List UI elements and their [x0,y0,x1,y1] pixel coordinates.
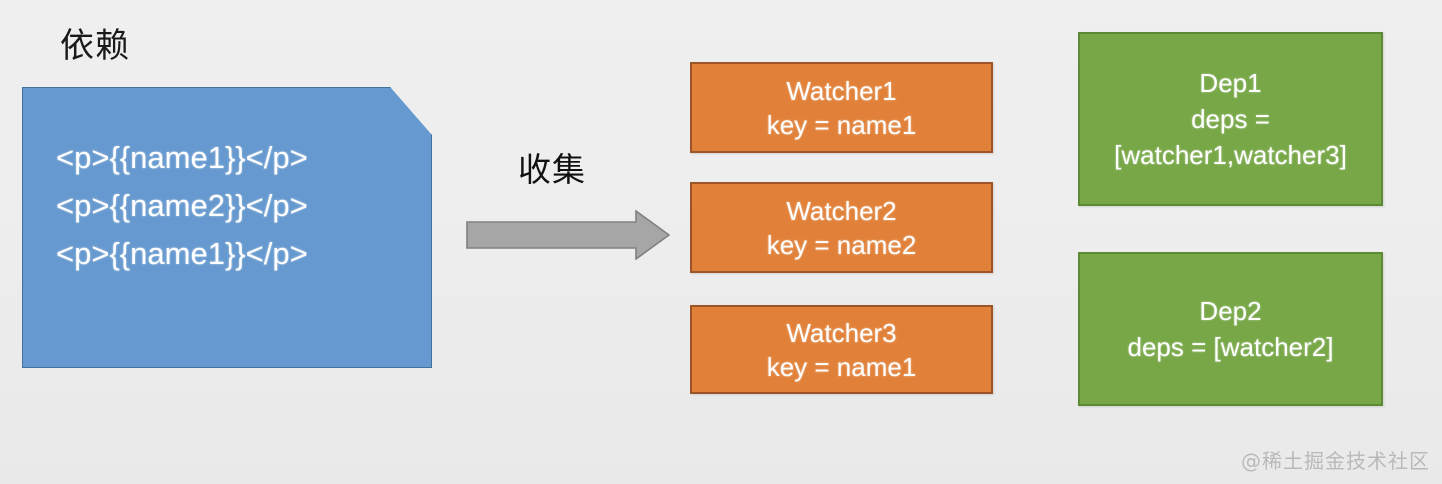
dependency-label: 依赖 [60,26,130,66]
dep-box-1[interactable]: Dep1 deps = [watcher1,watcher3] [1078,32,1383,206]
code-line: <p>{{name1}}</p> [56,139,308,175]
code-line: <p>{{name2}}</p> [56,187,308,223]
watcher-box-1[interactable]: Watcher1 key = name1 [690,62,993,153]
dep-title: Dep1 [1199,68,1262,98]
template-panel-content: <p>{{name1}}</p> <p>{{name2}}</p> <p>{{n… [22,87,432,368]
code-line: <p>{{name1}}</p> [56,235,308,271]
watcher-detail: key = name2 [766,229,917,260]
watcher-box-2[interactable]: Watcher2 key = name2 [690,182,993,273]
right-arrow-icon [466,210,670,260]
watcher-box-3[interactable]: Watcher3 key = name1 [690,305,993,394]
watcher-detail: key = name1 [766,351,917,382]
dep-box-2[interactable]: Dep2 deps = [watcher2] [1078,252,1383,406]
watcher-title: Watcher1 [786,75,897,106]
dep-deps-label: deps = [1191,104,1270,134]
watcher-title: Watcher3 [786,317,897,348]
dep-title: Dep2 [1199,296,1262,326]
collect-label: 收集 [518,150,586,189]
watcher-detail: key = name1 [766,109,917,140]
dep-deps-value: [watcher1,watcher3] [1114,140,1347,170]
watcher-title: Watcher2 [786,195,897,226]
template-panel [22,87,432,368]
dep-deps-value: deps = [watcher2] [1127,332,1334,362]
watermark: @稀土掘金技术社区 [1241,449,1430,473]
